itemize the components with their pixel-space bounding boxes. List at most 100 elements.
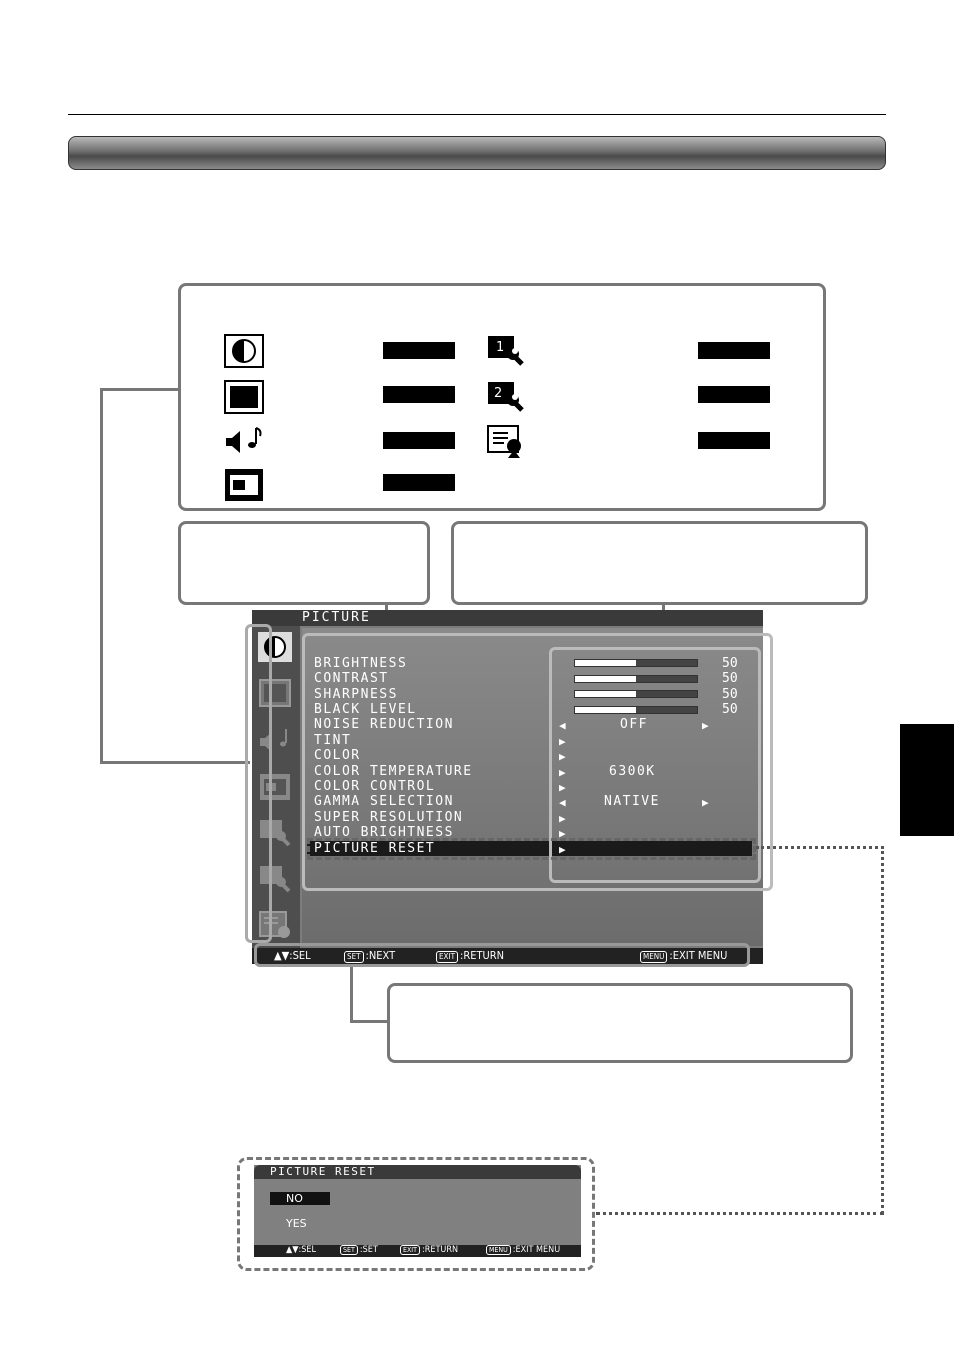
screen-icon — [224, 380, 264, 414]
footer-exit-menu-label: EXIT MENU — [672, 949, 728, 962]
config2-number: 2 — [494, 386, 502, 401]
set-key: SET — [344, 951, 364, 963]
right-arrow-icon[interactable]: ▶ — [702, 719, 709, 732]
menu-item-black-level[interactable]: BLACK LEVEL — [314, 702, 417, 717]
legend-label-bar — [383, 342, 455, 359]
pip-icon — [224, 468, 264, 502]
slider-fill — [636, 676, 697, 682]
advanced-option-icon[interactable] — [258, 910, 292, 940]
footer-next-label: NEXT — [368, 949, 396, 962]
connector — [350, 1020, 390, 1023]
connector — [100, 388, 103, 764]
sharpness-slider[interactable] — [574, 690, 698, 698]
footer-next: SET:NEXT — [344, 949, 395, 963]
section-title-bar — [68, 136, 886, 170]
osd-footer: ▲▼:SEL SET:NEXT EXIT:RETURN MENU:EXIT ME… — [252, 948, 763, 964]
exit-key: EXIT — [400, 1245, 420, 1255]
osd-title-bar — [252, 610, 763, 626]
right-arrow-icon[interactable]: ▶ — [559, 735, 566, 748]
legend-label-bar — [698, 342, 770, 359]
right-arrow-icon[interactable]: ▶ — [559, 827, 566, 840]
osd-picture-menu: PICTURE BRIGHTNESS CONTRAST SHARPNESS BL… — [252, 610, 763, 964]
dotted-connector — [881, 846, 884, 1214]
picture-reset-dialog: PICTURE RESET NO YES ▲▼:SEL SET:SET EXIT… — [254, 1165, 581, 1257]
reset-footer-sel-label: SEL — [301, 1245, 316, 1255]
legend-label-bar — [698, 432, 770, 449]
footer-sel-label: SEL — [292, 949, 311, 962]
brightness-value: 50 — [722, 656, 738, 671]
reset-footer-return-label: RETURN — [424, 1245, 459, 1255]
reset-dialog-outline — [237, 1157, 595, 1271]
menu-item-noise-reduction[interactable]: NOISE REDUCTION — [314, 717, 454, 732]
settings-callout — [451, 521, 868, 605]
icon-column-outline — [245, 624, 272, 943]
dotted-connector — [756, 846, 884, 849]
exit-key: EXIT — [436, 951, 458, 963]
menu-item-tint[interactable]: TINT — [314, 733, 352, 748]
connector — [350, 966, 353, 1022]
reset-footer: ▲▼:SEL SET:SET EXIT:RETURN MENU:EXIT MEN… — [254, 1245, 581, 1257]
selected-row-highlight — [307, 841, 752, 856]
menu-item-brightness[interactable]: BRIGHTNESS — [314, 656, 408, 671]
noise-reduction-value: OFF — [620, 717, 648, 732]
footer-exit-menu: MENU:EXIT MENU — [640, 949, 727, 963]
icon-legend: 1 2 — [178, 283, 826, 511]
menu-item-sharpness[interactable]: SHARPNESS — [314, 687, 398, 702]
right-arrow-icon[interactable]: ▶ — [559, 812, 566, 825]
reset-title-bar — [254, 1165, 581, 1179]
legend-label-bar — [383, 432, 455, 449]
picture-icon — [224, 334, 264, 368]
right-arrow-icon[interactable]: ▶ — [559, 843, 566, 856]
reset-footer-exit-menu: MENU:EXIT MENU — [486, 1245, 560, 1255]
legend-label-bar — [383, 386, 455, 403]
reset-row-outline — [307, 838, 756, 860]
menu-item-super-resolution[interactable]: SUPER RESOLUTION — [314, 810, 464, 825]
configuration1-icon: 1 — [486, 334, 526, 368]
reset-yes-option[interactable]: YES — [286, 1217, 307, 1230]
chapter-tab — [900, 724, 954, 836]
footer-return: EXIT:RETURN — [436, 949, 504, 963]
right-arrow-icon[interactable]: ▶ — [559, 750, 566, 763]
menu-item-auto-brightness[interactable]: AUTO BRIGHTNESS — [314, 825, 454, 840]
right-arrow-icon[interactable]: ▶ — [559, 781, 566, 794]
black-level-slider[interactable] — [574, 706, 698, 714]
menu-item-color-temperature[interactable]: COLOR TEMPERATURE — [314, 764, 473, 779]
menu-item-gamma-selection[interactable]: GAMMA SELECTION — [314, 794, 454, 809]
menu-item-contrast[interactable]: CONTRAST — [314, 671, 389, 686]
reset-footer-set-label: SET — [362, 1245, 378, 1255]
contrast-value: 50 — [722, 671, 738, 686]
right-arrow-icon[interactable]: ▶ — [559, 766, 566, 779]
connector — [100, 761, 250, 764]
footer-sel: ▲▼:SEL — [274, 949, 311, 962]
menu-key: MENU — [640, 951, 668, 963]
brightness-slider[interactable] — [574, 659, 698, 667]
menu-item-picture-reset[interactable]: PICTURE RESET — [314, 841, 436, 856]
black-level-value: 50 — [722, 702, 738, 717]
left-arrow-icon[interactable]: ◀ — [559, 719, 566, 732]
menu-item-color[interactable]: COLOR — [314, 748, 361, 763]
slider-fill — [636, 707, 697, 713]
footer-outline — [254, 943, 750, 967]
connector — [100, 388, 180, 391]
left-arrow-icon[interactable]: ◀ — [559, 796, 566, 809]
menu-key: MENU — [486, 1245, 511, 1255]
configuration2-icon: 2 — [486, 380, 526, 414]
color-temperature-value: 6300K — [609, 764, 656, 779]
osd-title: PICTURE — [302, 610, 371, 625]
reset-no-option[interactable]: NO — [270, 1192, 330, 1205]
audio-icon — [224, 424, 264, 458]
reset-footer-sel: ▲▼:SEL — [286, 1245, 316, 1255]
settings-outline — [549, 647, 761, 883]
dotted-connector — [596, 1212, 884, 1215]
menu-item-color-control[interactable]: COLOR CONTROL — [314, 779, 436, 794]
gamma-value: NATIVE — [604, 794, 660, 809]
advanced-option-icon — [486, 424, 526, 458]
footer-return-label: RETURN — [463, 949, 505, 962]
contrast-slider[interactable] — [574, 675, 698, 683]
right-arrow-icon[interactable]: ▶ — [702, 796, 709, 809]
reset-footer-exit-menu-label: EXIT MENU — [515, 1245, 561, 1255]
reset-title: PICTURE RESET — [270, 1165, 376, 1178]
reset-footer-return: EXIT:RETURN — [400, 1245, 458, 1255]
sharpness-value: 50 — [722, 687, 738, 702]
legend-label-bar — [698, 386, 770, 403]
